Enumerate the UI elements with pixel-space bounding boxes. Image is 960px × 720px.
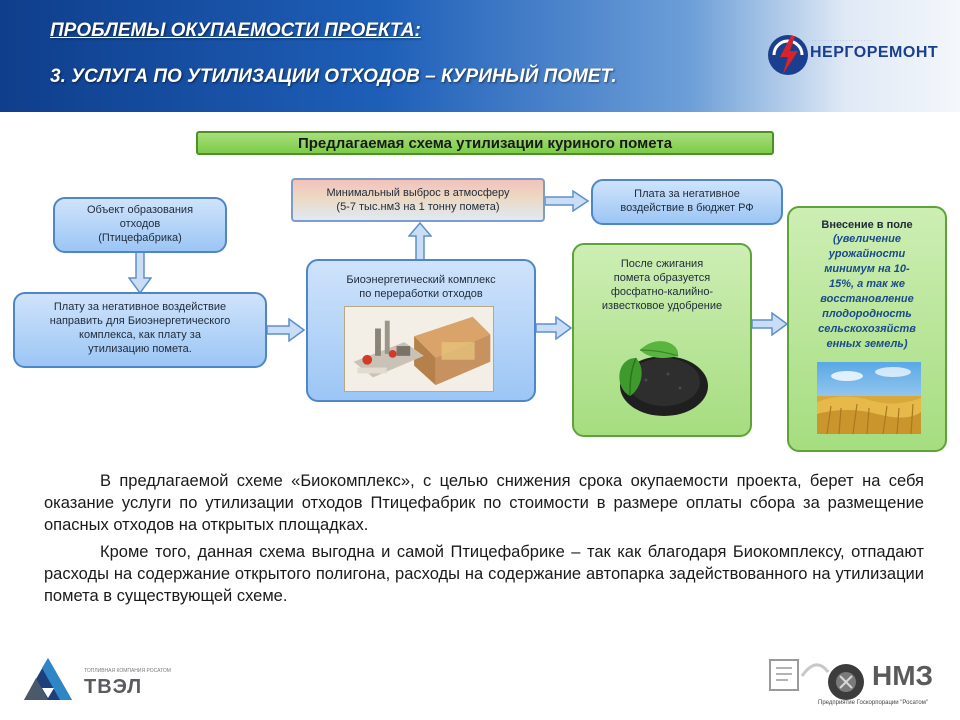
emission-line-2: (5-7 тыс.нм3 на 1 тонну помета): [336, 201, 500, 213]
tvel-logo-icon: [24, 658, 72, 700]
arrow-source-to-payment: [128, 252, 152, 294]
box-payment: Плату за негативное воздействие направит…: [13, 292, 267, 368]
paragraph-2: Кроме того, данная схема выгодна и самой…: [44, 541, 924, 607]
wheat-field-image-icon: [817, 362, 921, 434]
field-body-8: енных земель): [826, 338, 908, 350]
paragraph-2-text: Кроме того, данная схема выгодна и самой…: [44, 543, 924, 605]
page-title: ПРОБЛЕМЫ ОКУПАЕМОСТИ ПРОЕКТА:: [50, 20, 421, 41]
ash-line-2: помета образуется: [613, 272, 711, 284]
field-body-2: урожайности: [828, 248, 906, 260]
box-source: Объект образования отходов (Птицефабрика…: [53, 197, 227, 253]
payment-line-3: комплекса, как плату за: [79, 329, 201, 341]
source-line-3: (Птицефабрика): [98, 232, 182, 244]
source-line-2: отходов: [119, 218, 161, 230]
arrow-bio-to-emission: [408, 222, 432, 260]
ash-line-4: известковое удобрение: [601, 300, 723, 312]
arrow-emission-to-fee: [545, 190, 589, 212]
fertilizer-image-icon: [619, 341, 708, 416]
tvel-logo-text: ТВЭЛ: [84, 676, 143, 698]
box-fee: Плата за негативное воздействие в бюджет…: [591, 179, 783, 225]
paragraph-1: В предлагаемой схеме «Биокомплекс», с це…: [44, 470, 924, 536]
field-head: Внесение в поле: [821, 219, 913, 231]
field-body-4: 15%, а так же: [828, 278, 906, 290]
fee-line-1: Плата за негативное: [634, 188, 740, 200]
payment-line-2: направить для Биоэнергетического: [49, 315, 231, 327]
box-emission: Минимальный выброс в атмосферу (5-7 тыс.…: [291, 178, 545, 222]
field-body-7: сельскохозяйств: [818, 323, 916, 335]
paragraph-1-text: В предлагаемой схеме «Биокомплекс», с це…: [44, 472, 924, 534]
arrow-ash-to-field: [752, 312, 788, 336]
payment-line-4: утилизацию помета.: [88, 343, 192, 355]
arrow-bio-to-ash: [536, 316, 572, 340]
arrow-payment-to-bio: [267, 318, 305, 342]
nmz-caption: Предприятие Госкорпорации "Росатом": [818, 700, 928, 706]
payment-line-1: Плату за негативное воздействие: [53, 301, 227, 313]
nmz-logo-icon: [769, 659, 864, 700]
energoremont-logo-icon: [768, 35, 808, 75]
ash-line-3: фосфатно-калийно-: [610, 286, 714, 298]
field-body-3: минимум на 10-: [824, 263, 910, 275]
box-bio-complex: Биоэнергетический комплекс по переработк…: [306, 259, 536, 402]
energoremont-logo-text: НЕРГОРЕМОНТ: [810, 44, 939, 61]
bio-line-2: по переработки отходов: [359, 288, 483, 300]
fee-line-2: воздействие в бюджет РФ: [620, 202, 754, 214]
field-body-6: плодородность: [822, 308, 912, 320]
nmz-logo-text: НМЗ: [872, 660, 934, 691]
field-body-1: (увеличение: [833, 233, 901, 245]
field-body-5: восстановление: [820, 293, 914, 305]
scheme-title: Предлагаемая схема утилизации куриного п…: [196, 131, 774, 155]
ash-line-1: После сжигания: [620, 258, 704, 270]
page-subtitle: 3. УСЛУГА ПО УТИЛИЗАЦИИ ОТХОДОВ – КУРИНЫ…: [50, 66, 617, 87]
tvel-caption: ТОПЛИВНАЯ КОМПАНИЯ РОСАТОМ: [84, 668, 171, 674]
emission-line-1: Минимальный выброс в атмосферу: [326, 187, 510, 199]
source-line-1: Объект образования: [86, 204, 194, 216]
bio-line-1: Биоэнергетический комплекс: [346, 274, 496, 286]
bio-plant-image-icon: [344, 306, 494, 392]
energoremont-logo-caption: · · · · · · · · · · · · · · · · · · · ·: [812, 38, 872, 44]
